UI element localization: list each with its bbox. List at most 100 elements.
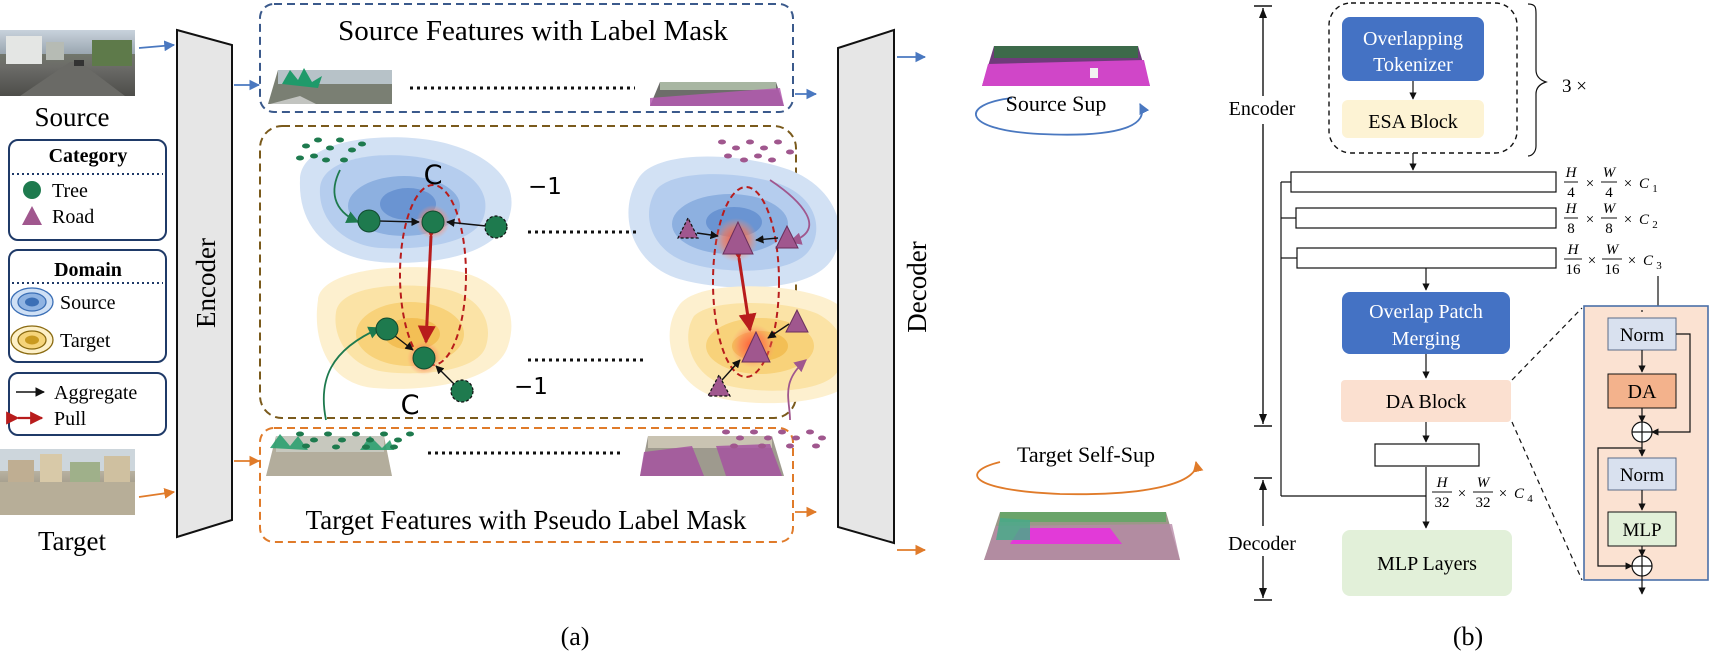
overlap-patch-merging-block [1342, 292, 1510, 354]
target-features-title: Target Features with Pseudo Label Mask [306, 505, 747, 535]
overlapping-tokenizer-label-2: Tokenizer [1373, 54, 1453, 76]
residual-add-2-icon [1631, 555, 1653, 577]
tree-source-node-2 [484, 215, 508, 239]
pull-region-right [712, 186, 780, 378]
feature-map-stage2 [1295, 207, 1557, 229]
svg-text:3: 3 [1656, 260, 1662, 272]
target-image [0, 449, 135, 515]
svg-text:32: 32 [1435, 495, 1450, 511]
svg-text:×: × [1624, 212, 1632, 228]
marker-neg1-top: −1 [528, 174, 562, 200]
esa-block-label: ESA Block [1368, 111, 1457, 133]
mlp-detail-block [1607, 511, 1677, 547]
svg-text:32: 32 [1476, 495, 1491, 511]
domain-legend: Domain Source Target [8, 249, 167, 363]
tree-feeder-arrow-top [333, 169, 360, 223]
da-block [1341, 380, 1511, 422]
decoder-block [837, 28, 895, 545]
feature-map-stage4 [1374, 443, 1480, 467]
norm-block-1-label: Norm [1620, 325, 1665, 346]
category-legend: Category Tree Road [8, 139, 167, 241]
overlap-patch-merging-label-1: Overlap Patch [1369, 301, 1483, 323]
tree-icon [23, 181, 41, 199]
source-feature-map-2 [650, 82, 784, 106]
aggregate-arrow-tree-src-left [377, 217, 420, 227]
svg-text:×: × [1628, 253, 1636, 269]
repeat-label: 3 × [1562, 76, 1587, 97]
tree-source-centroid [421, 210, 445, 234]
mlp-layers-block [1342, 530, 1512, 596]
svg-text:8: 8 [1605, 221, 1613, 237]
target-self-sup-loop [976, 460, 1204, 496]
svg-text:×: × [1624, 176, 1632, 192]
norm-block-2-label: Norm [1620, 465, 1665, 486]
source-output-segmentation [982, 46, 1150, 86]
road-target-centroid [741, 330, 771, 363]
road-source-centroid [722, 220, 754, 255]
target-feature-map-2 [640, 436, 784, 476]
aggregate-arrow-tree-tgt-top [394, 335, 414, 351]
svg-text:C: C [1643, 253, 1654, 269]
residual-add-1-icon [1631, 421, 1653, 443]
pull-arrow-road [727, 240, 757, 332]
road-feature-scatter-bottom [722, 429, 826, 449]
repeat-bracket [1527, 3, 1548, 157]
mlp-detail-label: MLP [1622, 520, 1661, 541]
tree-target-node-1 [375, 317, 399, 341]
road-source-node-2 [775, 224, 799, 249]
road-icon [22, 206, 42, 225]
svg-text:4: 4 [1605, 185, 1613, 201]
dim-label-stage1: H 4 × W 4 × C 1 [1564, 165, 1658, 201]
overlapping-tokenizer-label-1: Overlapping [1363, 28, 1463, 50]
encoder-stage-box [1328, 2, 1518, 154]
svg-text:W: W [1603, 201, 1617, 217]
caption-b: (b) [1453, 622, 1483, 651]
svg-text:×: × [1458, 486, 1466, 502]
road-target-node-2 [707, 373, 731, 397]
overlapping-tokenizer-block [1342, 17, 1484, 81]
category-legend-title: Category [49, 145, 128, 167]
target-input-arrow [138, 488, 176, 499]
svg-text:×: × [1588, 253, 1596, 269]
svg-text:×: × [1586, 212, 1594, 228]
svg-text:2: 2 [1652, 219, 1658, 231]
tree-target-centroid [412, 346, 436, 370]
svg-text:H: H [1565, 201, 1578, 217]
pull-legend-label: Pull [54, 408, 87, 430]
road-feeder-arrow-top [769, 179, 811, 245]
dim-label-stage2: H 8 × W 8 × C 2 [1564, 201, 1658, 237]
svg-text:W: W [1477, 475, 1491, 491]
source-domain-label: Source [60, 292, 116, 314]
svg-text:×: × [1499, 486, 1507, 502]
source-sup-label: Source Sup [1006, 91, 1107, 116]
da-block-label: DA Block [1386, 391, 1467, 413]
svg-text:C: C [1639, 212, 1650, 228]
residual-skip-2 [1597, 447, 1642, 570]
decoder-range-marker [1254, 477, 1272, 601]
target-self-sup-label: Target Self-Sup [1017, 442, 1155, 467]
road-feeder-arrow-bottom [787, 359, 807, 421]
overlap-patch-merging-label-2: Merging [1392, 328, 1461, 350]
source-label: Source [35, 102, 110, 132]
encoder-label: Encoder [191, 238, 221, 328]
source-sup-loop [975, 97, 1150, 136]
aggregate-arrow-tree-src-right [446, 218, 487, 227]
svg-text:16: 16 [1566, 262, 1582, 278]
tree-source-node-1 [357, 209, 381, 233]
residual-skip-1 [1641, 310, 1691, 432]
road-feature-scatter-top [718, 139, 794, 163]
pull-arrow-tree [417, 219, 441, 344]
aggregate-arrow-road-tgt-bottom [721, 359, 741, 381]
tree-target-node-2 [450, 379, 474, 403]
tree-feature-scatter-bottom [296, 431, 414, 450]
da-detail-panel [1583, 305, 1709, 581]
encoder-range-label: Encoder [1229, 98, 1296, 120]
aggregate-arrow-road-tgt-top [767, 323, 790, 339]
svg-text:4: 4 [1527, 493, 1533, 505]
da-detail-label: DA [1628, 381, 1657, 403]
target-domain-label: Target [60, 330, 111, 352]
source-domain-icon [10, 287, 54, 317]
tree-feature-scatter-top [296, 137, 366, 163]
esa-block [1342, 100, 1484, 138]
operation-legend: Aggregate Pull [6, 372, 167, 436]
